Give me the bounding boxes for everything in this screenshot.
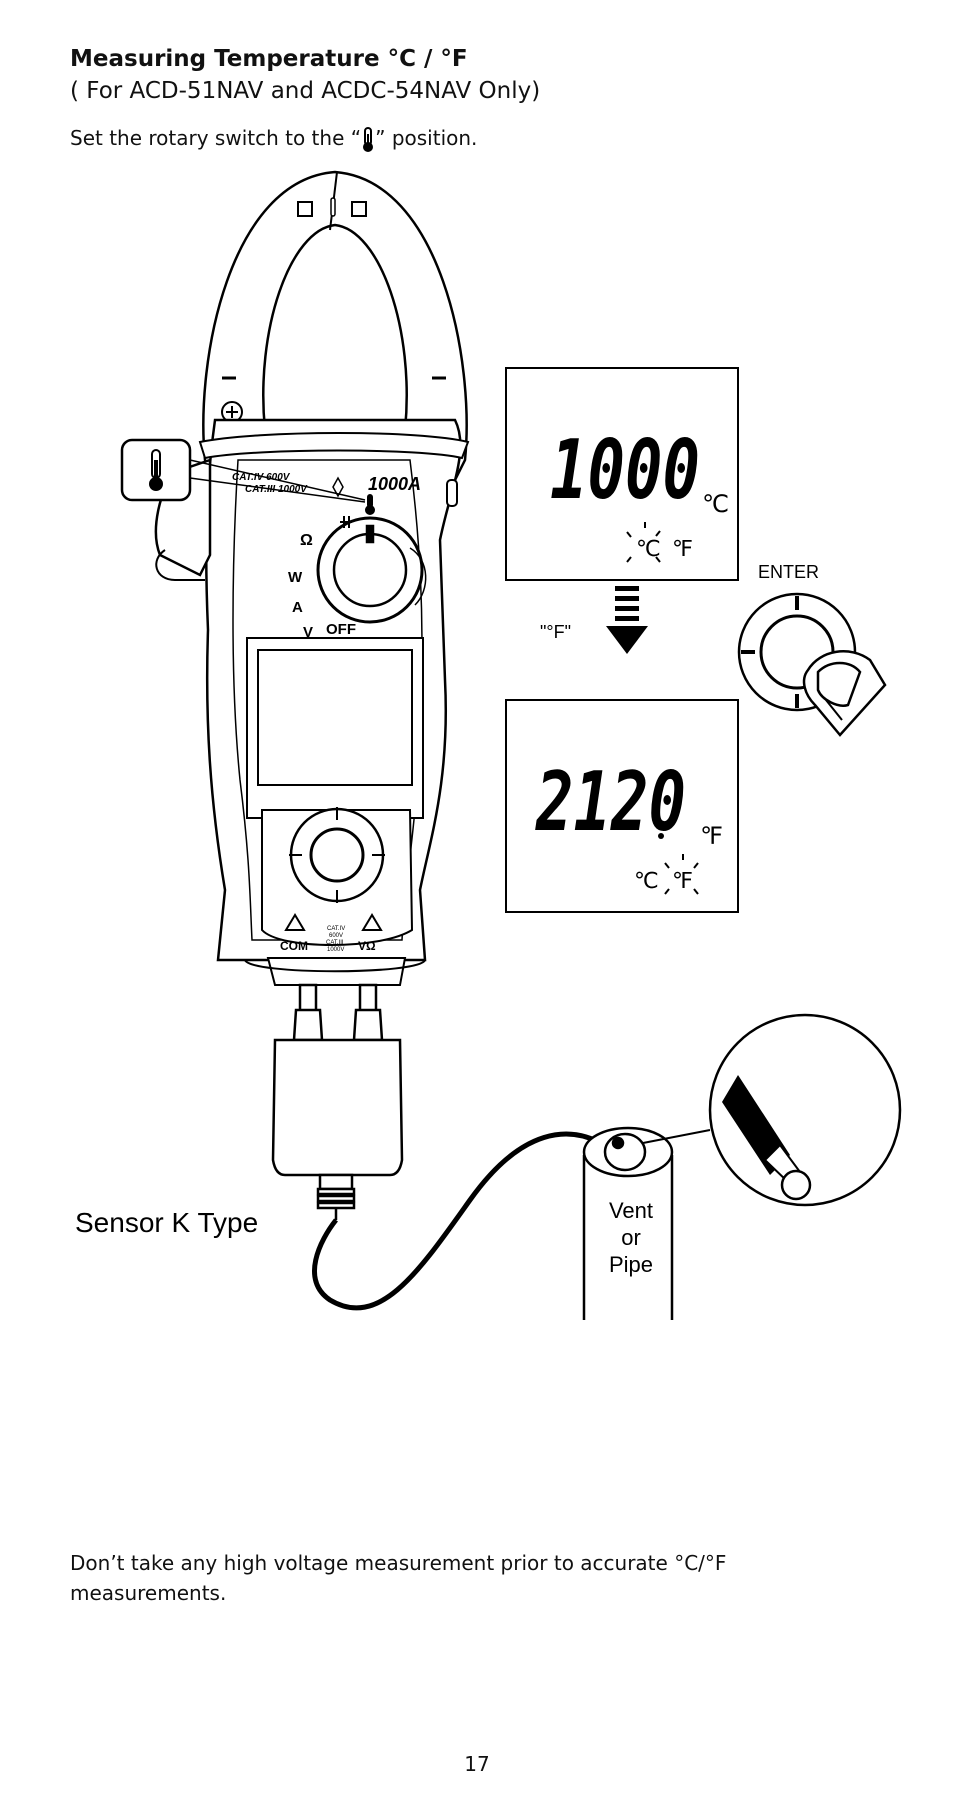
dial-label-off: OFF — [326, 621, 356, 638]
lcd-unit-celsius: ℃ — [702, 490, 729, 518]
indicator-fahrenheit: ℉ — [672, 537, 693, 562]
test-lead-plug — [271, 983, 404, 1220]
warning-note: Don’t take any high voltage measurement … — [70, 1551, 727, 1605]
indicator-celsius-2: ℃ — [634, 869, 659, 894]
vent-label-1: Vent — [609, 1198, 653, 1223]
vent-label-3: Pipe — [609, 1252, 653, 1277]
lcd-display-fahrenheit: 2120 ℉ ℃ ℉ — [505, 699, 739, 913]
lcd-reading-celsius: 1000 — [550, 423, 700, 518]
instruction-text: Set the rotary switch to the “ ” position… — [70, 124, 477, 153]
jack-voltage-label: VΩ — [358, 939, 376, 953]
lcd-unit-fahrenheit: ℉ — [700, 822, 723, 850]
dial-label-w: W — [288, 569, 303, 586]
current-rating: 1000A — [368, 474, 421, 494]
jack-cat-3: CAT.III — [326, 940, 344, 946]
dial-label-v: V — [303, 624, 313, 641]
clamp-meter — [154, 170, 470, 986]
vent-pipe — [582, 1126, 674, 1320]
jack-cat-2: 600V — [329, 933, 343, 939]
cat-rating-top: CAT.IV 600V — [232, 472, 291, 483]
thermometer-callout — [120, 438, 366, 503]
lcd-display-celsius: 1000 ℃ ℃ ℉ — [505, 367, 739, 581]
jack-cat-4: 1000V — [327, 947, 344, 953]
warning-icon — [284, 913, 383, 931]
page-number: 17 — [464, 1752, 490, 1776]
blink-marks-2 — [664, 854, 699, 895]
indicator-fahrenheit-2: ℉ — [672, 869, 693, 894]
vent-label-2: or — [621, 1225, 641, 1250]
jack-com-label: COM — [280, 939, 308, 953]
fahrenheit-label: "°F" — [540, 622, 571, 642]
instruction-before: Set the rotary switch to the “ — [70, 126, 362, 150]
dial-label-a: A — [292, 599, 303, 616]
thermocouple-wire — [312, 1131, 614, 1311]
probe-zoom-detail — [642, 1013, 902, 1207]
page-title: Measuring Temperature °C / °F — [70, 46, 468, 72]
enter-button-illustration — [737, 592, 887, 737]
sensor-label: Sensor K Type — [75, 1207, 258, 1238]
blink-marks — [626, 522, 661, 563]
dial-label-ohm: Ω — [300, 532, 313, 549]
jack-cat-1: CAT.IV — [327, 926, 345, 932]
thermometer-icon — [363, 126, 374, 152]
enter-label: ENTER — [758, 562, 819, 582]
down-arrow-icon — [606, 586, 648, 654]
instruction-after: ” position. — [375, 126, 478, 150]
page-subtitle: ( For ACD-51NAV and ACDC-54NAV Only) — [70, 78, 541, 104]
figure-meter-temperature: CAT.IV 600V CAT.III 1000V 1000A Ω W A V … — [75, 170, 902, 1320]
